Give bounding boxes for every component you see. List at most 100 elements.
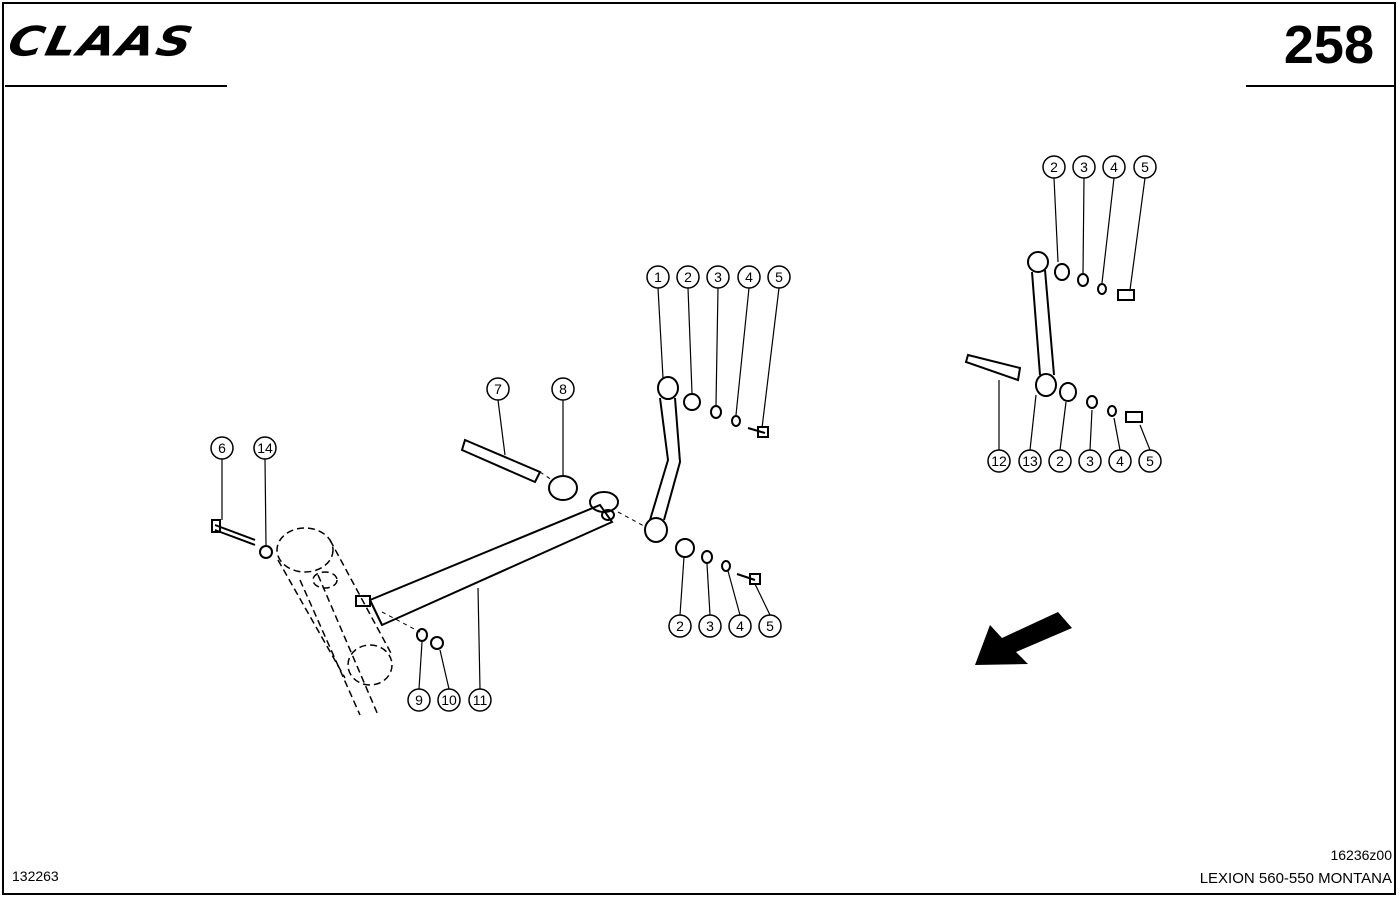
callout-part-14: 14 [253,436,277,546]
callout-leader-line [687,287,693,394]
callout-leader-line [264,458,267,546]
callout-number: 4 [736,618,744,634]
callout-part-2: 2 [1042,155,1066,263]
callout-circle [437,688,461,712]
callout-leader-line [1139,424,1151,451]
callout-leader-line [706,563,711,616]
callout-leader-line [679,556,685,616]
callout-part-4: 4 [1101,155,1126,284]
callout-part-10: 10 [437,649,461,712]
callout-leader-line [439,649,450,690]
callout-number: 13 [1022,453,1038,469]
callout-number: 5 [1141,159,1149,175]
callout-part-2: 2 [668,556,692,638]
callout-number: 4 [1110,159,1118,175]
callout-part-4: 4 [735,265,761,416]
page-number: 258 [1283,15,1374,75]
callout-part-2: 2 [676,265,700,394]
hardware-left [211,393,769,650]
callout-number: 4 [745,269,753,285]
callout-number: 3 [706,618,714,634]
callout-leader-line [657,287,664,379]
frame-outline-dashed [276,527,393,716]
callout-circle [737,265,761,289]
machine-model: LEXION 560-550 MONTANA [1199,870,1392,887]
document-number: 132263 [12,868,59,884]
link-rod-right [964,251,1143,423]
callout-number: 2 [684,269,692,285]
callout-circle [767,265,791,289]
callout-leader-line [477,587,481,690]
callout-part-5: 5 [761,265,791,429]
callout-part-13: 13 [1018,394,1042,473]
direction-arrow-icon [975,612,1072,665]
callout-number: 6 [218,440,226,456]
callout-part-5: 5 [1129,155,1157,291]
callout-leader-line [1101,177,1115,284]
callout-circle [1018,449,1042,473]
header-divider-left [5,85,227,87]
callout-part-3: 3 [1078,409,1102,473]
callout-circle [210,436,234,460]
callout-part-12: 12 [987,380,1011,473]
callout-circle [987,449,1011,473]
callout-circle [668,614,692,638]
callout-number: 5 [1146,453,1154,469]
callout-number: 12 [991,453,1007,469]
callout-number: 3 [1086,453,1094,469]
assembly-axis-lines [381,471,645,633]
callout-number: 9 [415,692,423,708]
callout-leader-line [715,287,719,406]
callout-number: 2 [1050,159,1058,175]
callout-part-4: 4 [727,570,752,638]
callout-part-11: 11 [468,587,492,712]
callout-circle [1078,449,1102,473]
callout-part-3: 3 [1072,155,1096,274]
callout-leader-line [761,287,780,429]
callout-part-5: 5 [1138,424,1162,473]
callout-number: 5 [766,618,774,634]
callout-number: 10 [441,692,457,708]
lever-arm-part-11 [355,491,619,627]
callout-number: 7 [494,381,502,397]
header-divider-right [1246,85,1394,87]
callout-circle [1102,155,1126,179]
callout-number: 5 [775,269,783,285]
callout-leader-line [1082,177,1085,274]
callout-leader-line [1089,409,1093,451]
callout-circle [468,688,492,712]
callout-number: 14 [257,440,273,456]
callout-part-3: 3 [706,265,730,406]
callout-circle [253,436,277,460]
callout-circle [646,265,670,289]
callout-number: 11 [473,692,488,708]
callout-circle [1138,449,1162,473]
callout-circle [1133,155,1157,179]
callout-leader-line [1113,417,1121,451]
callout-number: 2 [1056,453,1064,469]
callout-circle [407,688,431,712]
drawing-id: 16236z00 [1330,847,1392,863]
link-rod-part-1 [644,376,682,543]
callout-leader-line [1029,394,1037,451]
callout-leader-line [418,641,423,690]
callout-part-8: 8 [551,377,575,475]
callout-part-3: 3 [698,563,722,638]
callout-number: 4 [1116,453,1124,469]
callout-leader-line [735,287,750,416]
callout-circle [1042,155,1066,179]
callout-leader-line [497,399,506,456]
callout-circle [486,377,510,401]
callout-circle [1072,155,1096,179]
callout-leader-line [754,583,771,616]
callout-circle [676,265,700,289]
callout-circle [758,614,782,638]
callout-number: 8 [559,381,567,397]
callout-circle [551,377,575,401]
callout-circle [706,265,730,289]
callout-leader-line [1053,177,1059,263]
callout-circle [1108,449,1132,473]
